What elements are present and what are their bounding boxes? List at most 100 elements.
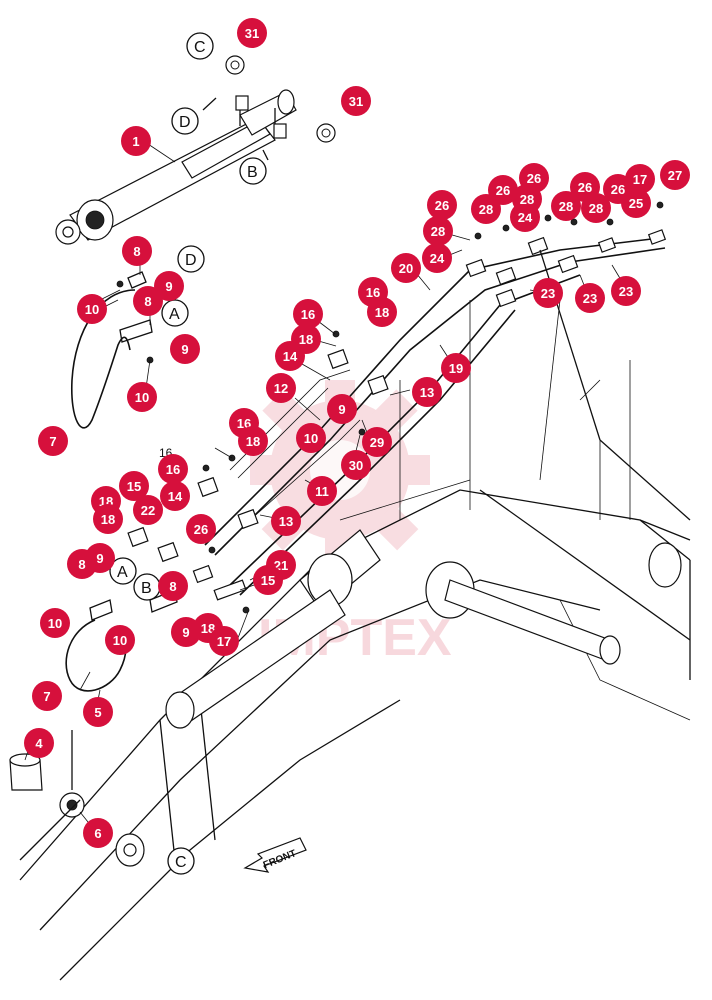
callout-label: 28 bbox=[559, 199, 573, 214]
callout-15: 15 bbox=[253, 565, 283, 595]
callout-label: 18 bbox=[299, 332, 313, 347]
callout-label: 13 bbox=[420, 385, 434, 400]
callout-label: 26 bbox=[527, 171, 541, 186]
callout-label: 26 bbox=[194, 522, 208, 537]
callout-31: 31 bbox=[341, 86, 371, 116]
callout-1: 1 bbox=[121, 126, 151, 156]
callout-12: 12 bbox=[266, 373, 296, 403]
callout-label: 20 bbox=[399, 261, 413, 276]
callout-label: 10 bbox=[48, 616, 62, 631]
callout-26: 26 bbox=[427, 190, 457, 220]
callout-27: 27 bbox=[660, 160, 690, 190]
callout-label: 26 bbox=[496, 183, 510, 198]
callout-9: 9 bbox=[85, 543, 115, 573]
ref-circle-A: A bbox=[109, 557, 137, 585]
callout-23: 23 bbox=[611, 276, 641, 306]
callout-label: 28 bbox=[520, 192, 534, 207]
callout-label: 13 bbox=[279, 514, 293, 529]
callout-14: 14 bbox=[275, 341, 305, 371]
callout-label: 19 bbox=[449, 361, 463, 376]
ref-circle-A: A bbox=[161, 299, 189, 327]
callout-label: 8 bbox=[144, 294, 151, 309]
callout-label: 26 bbox=[578, 180, 592, 195]
svg-text:B: B bbox=[141, 580, 152, 597]
callout-label: 1 bbox=[132, 134, 139, 149]
ref-circle-D: D bbox=[171, 107, 199, 135]
ref-circle-B: B bbox=[133, 573, 161, 601]
callout-label: 18 bbox=[201, 621, 215, 636]
callout-label: 7 bbox=[43, 689, 50, 704]
callout-label: 26 bbox=[611, 182, 625, 197]
callout-label: 10 bbox=[85, 302, 99, 317]
callout-label: 31 bbox=[245, 26, 259, 41]
front-direction-arrow: FRONT bbox=[243, 837, 307, 873]
svg-text:D: D bbox=[185, 252, 197, 269]
svg-text:A: A bbox=[169, 306, 180, 323]
callout-16: 16 bbox=[158, 454, 188, 484]
callout-group: 3131189810910716181412161891013293011161… bbox=[24, 18, 690, 848]
callout-22: 22 bbox=[133, 495, 163, 525]
callout-label: 27 bbox=[668, 168, 682, 183]
callout-label: 18 bbox=[375, 305, 389, 320]
callout-8: 8 bbox=[158, 571, 188, 601]
callout-label: 9 bbox=[181, 342, 188, 357]
callout-label: 8 bbox=[133, 244, 140, 259]
svg-text:C: C bbox=[194, 39, 206, 56]
callout-label: 23 bbox=[541, 286, 555, 301]
callout-9: 9 bbox=[327, 394, 357, 424]
callout-label: 18 bbox=[246, 434, 260, 449]
callout-24: 24 bbox=[422, 243, 452, 273]
ref-circle-D: D bbox=[177, 245, 205, 273]
callout-label: 30 bbox=[349, 458, 363, 473]
callout-label: 28 bbox=[431, 224, 445, 239]
callout-label: 6 bbox=[94, 826, 101, 841]
callout-8: 8 bbox=[133, 286, 163, 316]
callout-label: 23 bbox=[583, 291, 597, 306]
callout-label: 22 bbox=[141, 503, 155, 518]
callout-4: 4 bbox=[24, 728, 54, 758]
callout-5: 5 bbox=[83, 697, 113, 727]
callout-label: 8 bbox=[78, 557, 85, 572]
callout-28: 28 bbox=[471, 194, 501, 224]
callout-15: 15 bbox=[119, 471, 149, 501]
callout-label: 4 bbox=[35, 736, 43, 751]
callout-28: 28 bbox=[512, 184, 542, 214]
callout-23: 23 bbox=[533, 278, 563, 308]
callout-label: 24 bbox=[430, 251, 445, 266]
callout-label: 9 bbox=[182, 625, 189, 640]
callout-8: 8 bbox=[122, 236, 152, 266]
boom-cylinder-drawing bbox=[55, 89, 297, 245]
callout-label: 10 bbox=[304, 431, 318, 446]
callout-label: 14 bbox=[283, 349, 298, 364]
callout-18: 18 bbox=[367, 297, 397, 327]
callout-28: 28 bbox=[581, 193, 611, 223]
callout-label: 31 bbox=[349, 94, 363, 109]
callout-label: 25 bbox=[629, 196, 643, 211]
svg-text:C: C bbox=[175, 854, 187, 871]
callout-label: 17 bbox=[217, 634, 231, 649]
callout-14: 14 bbox=[160, 481, 190, 511]
callout-label: 10 bbox=[113, 633, 127, 648]
callout-31: 31 bbox=[237, 18, 267, 48]
callout-label: 26 bbox=[435, 198, 449, 213]
callout-label: 10 bbox=[135, 390, 149, 405]
callout-label: 5 bbox=[94, 705, 101, 720]
svg-text:B: B bbox=[247, 164, 258, 181]
callout-label: 8 bbox=[169, 579, 176, 594]
callout-18: 18 bbox=[238, 426, 268, 456]
callout-11: 11 bbox=[307, 476, 337, 506]
callout-17: 17 bbox=[625, 164, 655, 194]
callout-label: 12 bbox=[274, 381, 288, 396]
callout-label: 9 bbox=[338, 402, 345, 417]
callout-label: 15 bbox=[261, 573, 275, 588]
callout-10: 10 bbox=[40, 608, 70, 638]
callout-30: 30 bbox=[341, 450, 371, 480]
callout-label: 16 bbox=[301, 307, 315, 322]
pipe-clamps bbox=[127, 229, 667, 601]
callout-label: 9 bbox=[165, 279, 172, 294]
callout-10: 10 bbox=[105, 625, 135, 655]
callout-16: 16 bbox=[293, 299, 323, 329]
callout-label: 16 bbox=[166, 462, 180, 477]
callout-label: 14 bbox=[168, 489, 183, 504]
